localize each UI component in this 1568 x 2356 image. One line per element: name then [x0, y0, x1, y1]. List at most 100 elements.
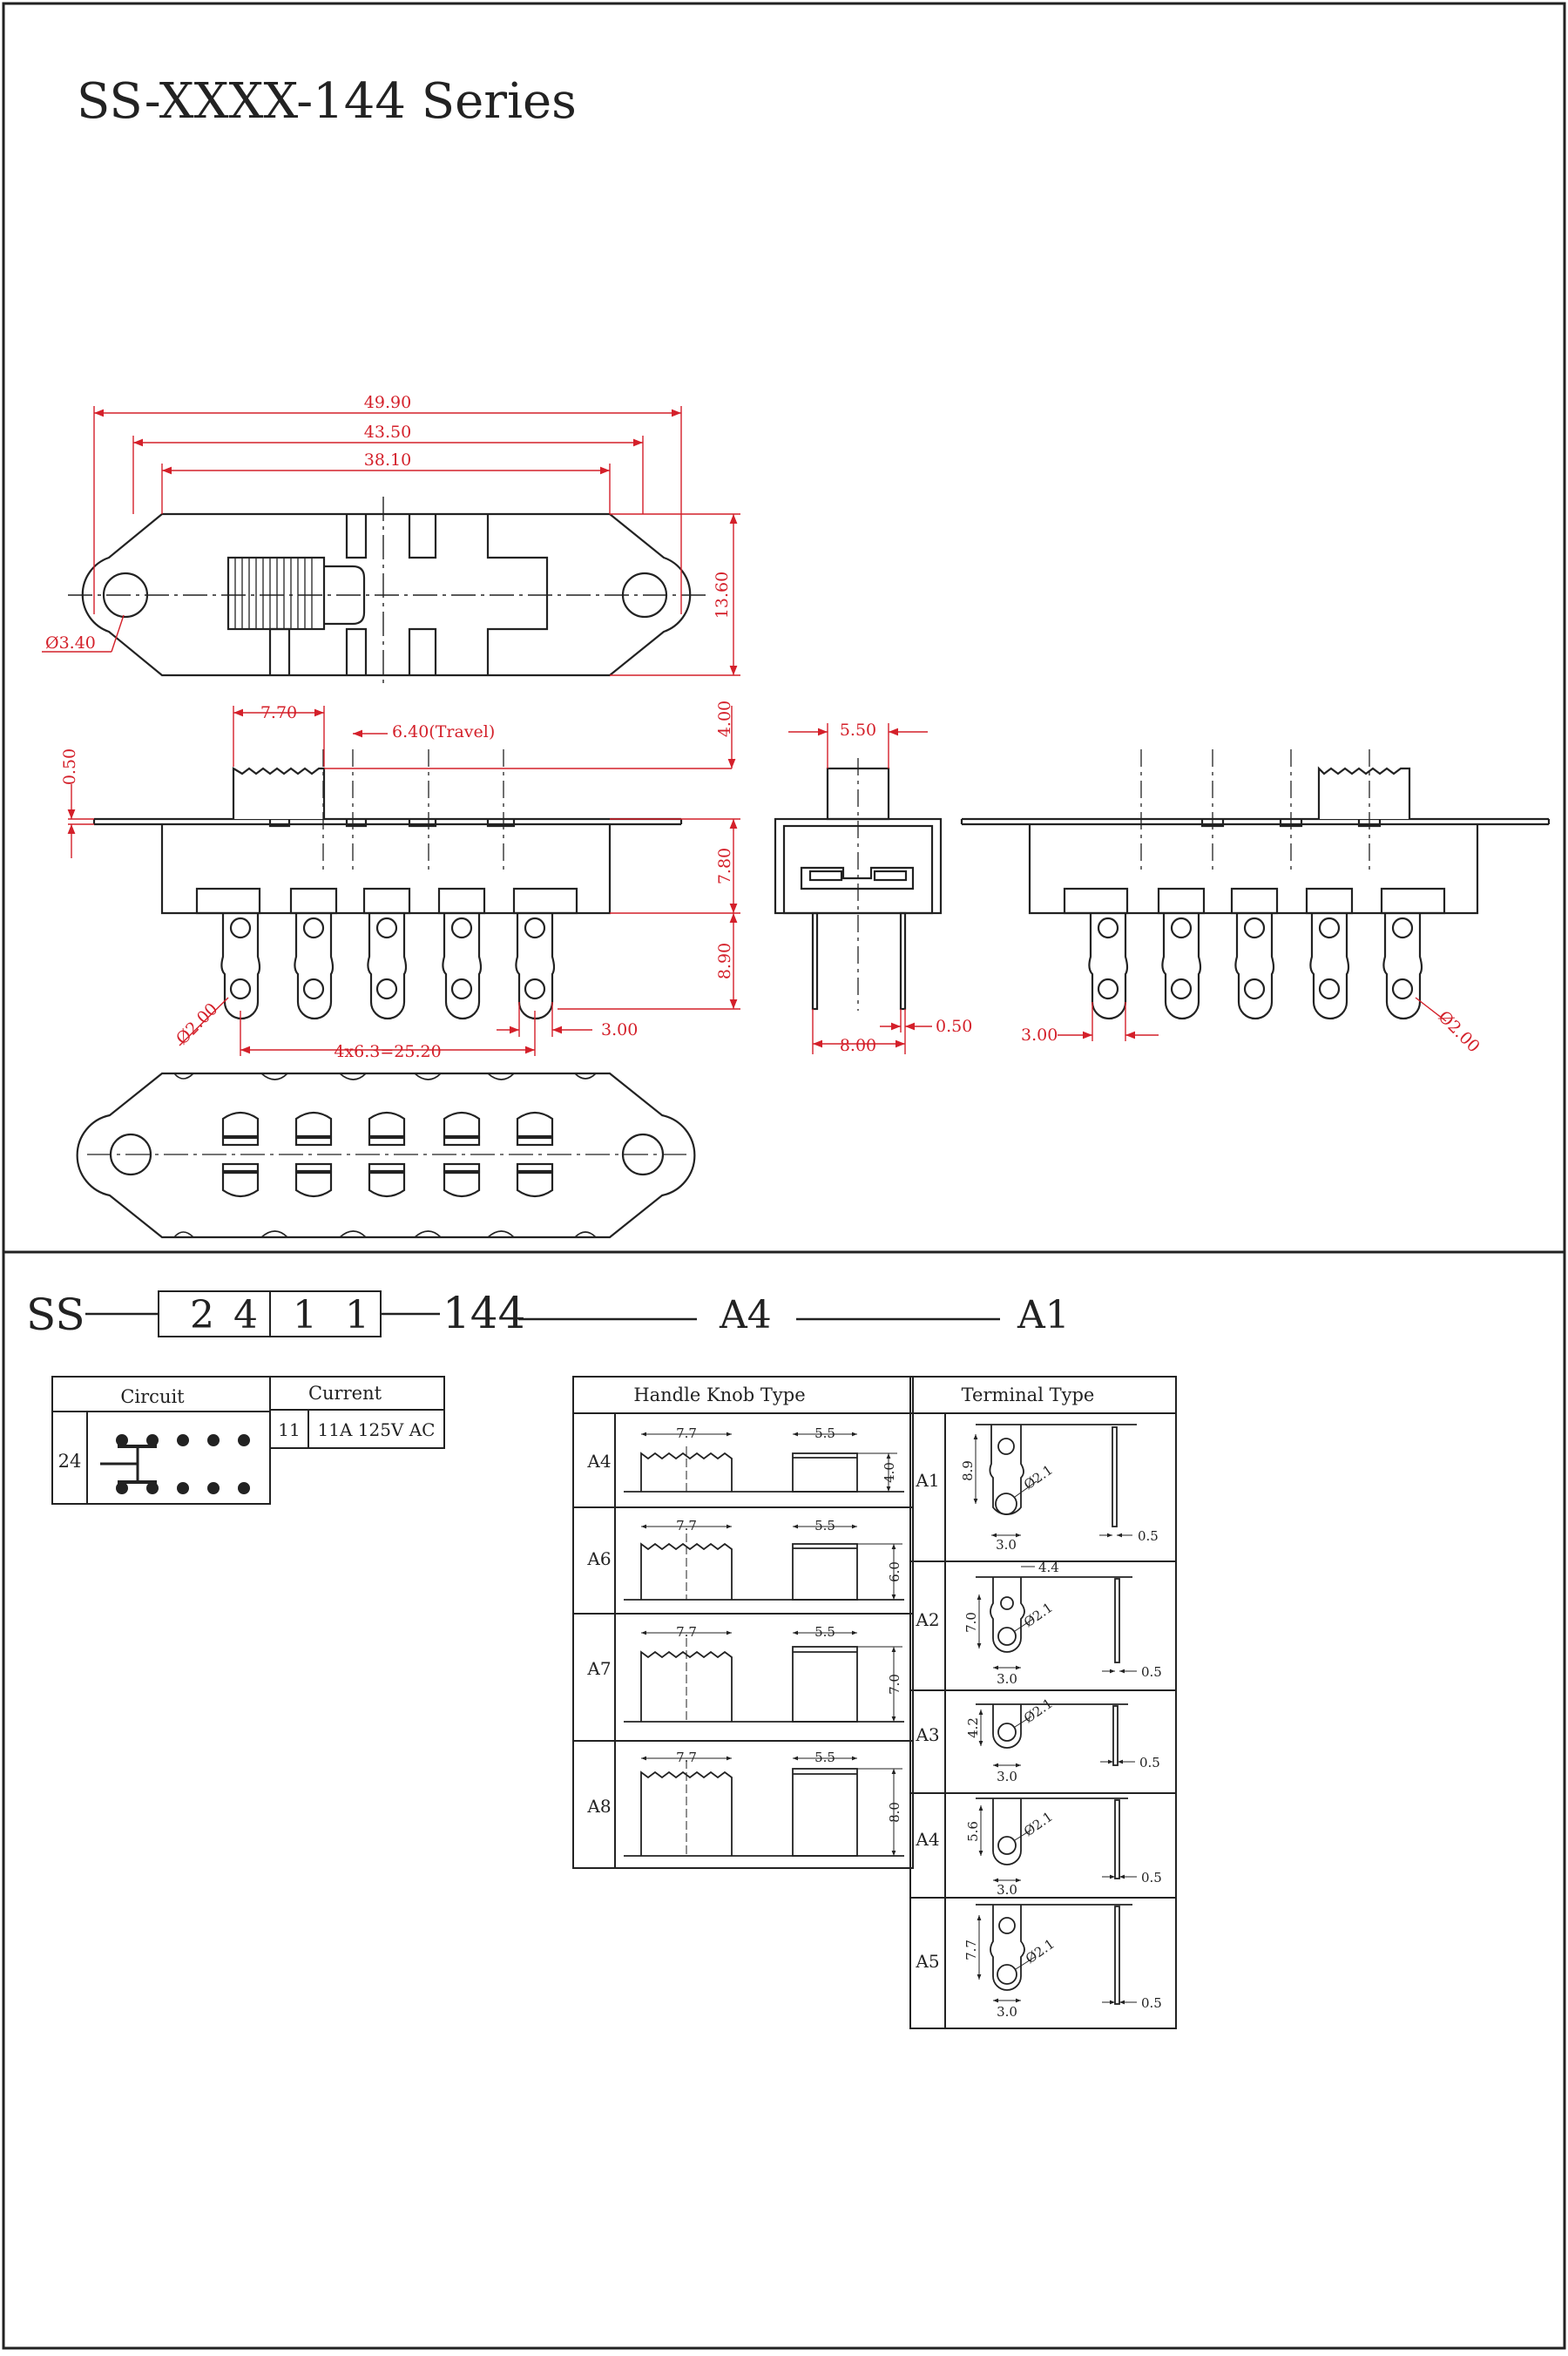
terminal-a5-width: 3.0: [997, 2004, 1017, 2020]
top-view: [68, 497, 707, 688]
terminal-a5-thick: 0.5: [1141, 1995, 1162, 2011]
knob-code-a7: A7: [586, 1658, 611, 1679]
knob-a8-width-a: 7.7: [676, 1750, 697, 1765]
circuit-code: 24: [58, 1451, 82, 1472]
terminal-a1-hole: Ø2.1: [1021, 1462, 1056, 1493]
dim-side-pin-span: 8.00: [840, 1036, 876, 1055]
terminal-row-a2: A2 7.0 4.4 3.0 Ø2.1 0.5: [915, 1560, 1161, 1687]
code-digit-3: 1: [293, 1293, 317, 1337]
dim-overall-length: 49.90: [364, 393, 411, 412]
terminal-row-a5: A5 7.7 3.0 Ø2.1 0.5: [915, 1904, 1162, 2020]
terminal-row-a1: A1 8.9 3.0 Ø2.1 0.5: [915, 1424, 1159, 1553]
dim-body-length: 38.10: [364, 450, 411, 470]
knob-a7-width-b: 5.5: [814, 1624, 835, 1640]
terminal-a5-length: 7.7: [963, 1940, 979, 1960]
page-title: SS-XXXX-144 Series: [77, 73, 577, 130]
dim-rear-pin-width: 3.00: [1021, 1026, 1058, 1045]
dim-pin-pitch: 4x6.3=25.20: [334, 1042, 441, 1061]
terminal-a2-extra: 4.4: [1038, 1560, 1059, 1575]
knob-row-a8: A8 7.7 5.5 8.0: [586, 1750, 904, 1857]
terminal-a3-hole: Ø2.1: [1021, 1696, 1056, 1726]
dim-knob-width: 7.70: [260, 703, 297, 722]
terminal-code-a4: A4: [915, 1829, 939, 1850]
terminal-a2-length: 7.0: [963, 1612, 979, 1633]
terminal-a1-thick: 0.5: [1138, 1528, 1159, 1544]
dim-travel: 6.40(Travel): [392, 722, 495, 741]
code-knob-type: A4: [719, 1293, 772, 1337]
dim-pin-width: 3.00: [601, 1020, 638, 1039]
side-view: [774, 758, 943, 1011]
terminal-a2-hole: Ø2.1: [1021, 1600, 1056, 1630]
bottom-view: [76, 1072, 696, 1239]
dim-plate-thickness: 0.50: [60, 748, 79, 785]
knob-table-header: Handle Knob Type: [633, 1384, 805, 1405]
knob-row-a4: A4 7.7 5.5 4.0: [586, 1425, 904, 1493]
knob-a4-width-a: 7.7: [676, 1425, 697, 1441]
terminal-a4-width: 3.0: [997, 1882, 1017, 1898]
rear-view-dimensions: [1058, 997, 1447, 1041]
current-header: Current: [308, 1383, 382, 1404]
terminal-table-header: Terminal Type: [962, 1384, 1095, 1405]
terminal-a1-width: 3.0: [996, 1537, 1017, 1553]
dim-mount-hole: Ø3.40: [45, 633, 96, 653]
rear-view: [960, 749, 1551, 1020]
terminal-code-a5: A5: [915, 1951, 939, 1972]
terminal-a5-hole: Ø2.1: [1023, 1936, 1058, 1967]
knob-row-a6: A6 7.7 5.5 6.0: [586, 1518, 904, 1601]
terminal-table: [909, 1376, 1177, 2029]
dim-width: 13.60: [713, 572, 732, 619]
current-code: 11: [278, 1419, 300, 1440]
knob-row-a7: A7 7.7 5.5 7.0: [586, 1624, 904, 1723]
dim-side-pin-thickness: 0.50: [936, 1017, 972, 1036]
code-series: 144: [443, 1288, 525, 1338]
knob-table: [572, 1376, 914, 1869]
knob-a4-width-b: 5.5: [814, 1425, 835, 1441]
knob-code-a6: A6: [586, 1548, 611, 1569]
dim-knob-height: 4.00: [715, 701, 734, 737]
terminal-a2-width: 3.0: [997, 1671, 1017, 1687]
current-table: [269, 1376, 445, 1449]
knob-a7-width-a: 7.7: [676, 1624, 697, 1640]
bottom-slots: [221, 1111, 554, 1198]
current-value: 11A 125V AC: [318, 1419, 436, 1440]
top-view-dimensions: [42, 406, 740, 676]
terminal-a4-hole: Ø2.1: [1021, 1809, 1056, 1839]
dim-side-knob-width: 5.50: [840, 721, 876, 740]
terminal-a1-length: 8.9: [960, 1460, 976, 1481]
dim-body-height: 7.80: [715, 848, 734, 884]
terminal-a2-thick: 0.5: [1141, 1664, 1162, 1680]
knob-code-a8: A8: [586, 1796, 611, 1817]
circuit-header: Circuit: [120, 1386, 185, 1407]
dim-hole-spacing: 43.50: [364, 423, 411, 442]
knob-a6-width-a: 7.7: [676, 1518, 697, 1533]
terminal-a3-length: 4.2: [965, 1717, 981, 1738]
rear-pins: [1063, 887, 1446, 1020]
terminal-code-a1: A1: [915, 1470, 939, 1491]
front-view: [92, 749, 683, 1020]
terminal-row-a3: A3 4.2 3.0 Ø2.1 0.5: [915, 1696, 1159, 1784]
knob-a8-height: 8.0: [887, 1802, 902, 1823]
code-prefix: SS: [26, 1290, 85, 1340]
dim-rear-pin-hole: Ø2.00: [1434, 1007, 1483, 1056]
terminal-a4-thick: 0.5: [1141, 1870, 1162, 1885]
code-digit-4: 1: [345, 1293, 369, 1337]
knob-a4-height: 4.0: [882, 1462, 897, 1483]
knob-a8-width-b: 5.5: [814, 1750, 835, 1765]
dim-pin-hole: Ø2.00: [172, 999, 221, 1048]
front-pins: [195, 887, 578, 1020]
knob-a6-width-b: 5.5: [814, 1518, 835, 1533]
terminal-code-a2: A2: [915, 1609, 939, 1630]
part-code: SS 2 4 1 1 144 A4 A1: [26, 1288, 1070, 1340]
dim-pin-length: 8.90: [715, 943, 734, 979]
code-terminal-type: A1: [1017, 1293, 1070, 1337]
terminal-a3-thick: 0.5: [1139, 1755, 1160, 1770]
front-view-dimensions: [67, 706, 740, 1056]
side-view-dimensions: [788, 723, 932, 1054]
terminal-code-a3: A3: [915, 1724, 939, 1745]
knob-a7-height: 7.0: [887, 1674, 902, 1695]
terminal-row-a4: A4 5.6 3.0 Ø2.1 0.5: [915, 1797, 1162, 1898]
knob-a6-height: 6.0: [887, 1561, 902, 1582]
